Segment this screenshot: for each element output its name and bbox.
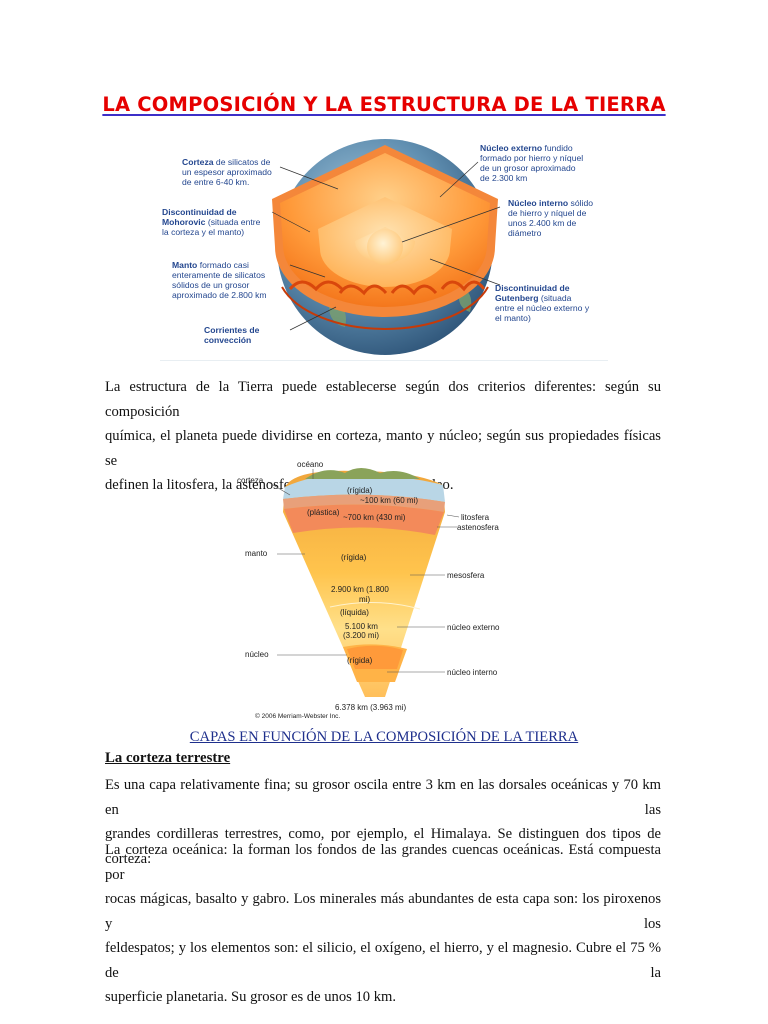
label-nucleo-2: núcleo bbox=[245, 650, 269, 659]
label-6378km: 6.378 km (3.963 mi) bbox=[335, 703, 407, 712]
label-700km: ~700 km (430 mi) bbox=[343, 513, 406, 522]
label-corteza-2: corteza bbox=[237, 476, 264, 485]
label-litosfera: litosfera bbox=[461, 513, 490, 522]
label-rigida-1: (rígida) bbox=[347, 486, 373, 495]
section-heading: La corteza terrestre bbox=[105, 750, 231, 766]
earth-layers-figure: océano corteza manto núcleo litosfera as… bbox=[235, 457, 535, 720]
label-nucleo-interno-2: núcleo interno bbox=[447, 668, 498, 677]
label-nucleo-externo-2: núcleo externo bbox=[447, 623, 500, 632]
corteza-oceanica-paragraph: La corteza oceánica: la forman los fondo… bbox=[105, 842, 661, 1005]
figure-copyright: © 2006 Merriam-Webster Inc. bbox=[255, 713, 341, 720]
page-title: LA COMPOSICIÓN Y LA ESTRUCTURA DE LA TIE… bbox=[102, 93, 666, 116]
corteza-paragraph: Es una capa relativamente fina; su groso… bbox=[105, 777, 661, 867]
label-astenosfera: astenosfera bbox=[457, 523, 499, 532]
label-3200mi: (3.200 mi) bbox=[343, 631, 380, 640]
label-mi: mi) bbox=[359, 595, 371, 604]
intro-paragraph: La estructura de la Tierra puede estable… bbox=[105, 379, 661, 493]
label-2900km: 2.900 km (1.800 bbox=[331, 585, 389, 594]
label-oceano: océano bbox=[297, 460, 324, 469]
label-5100km: 5.100 km bbox=[345, 622, 378, 631]
earth-cutaway-illustration bbox=[271, 139, 501, 355]
label-liquida: (líquida) bbox=[340, 608, 369, 617]
label-rigida-2: (rígida) bbox=[341, 553, 367, 562]
label-mesosfera: mesosfera bbox=[447, 571, 485, 580]
section-subtitle: CAPAS EN FUNCIÓN DE LA COMPOSICIÓN DE LA… bbox=[189, 729, 579, 745]
label-rigida-3: (rígida) bbox=[347, 656, 373, 665]
layers-wedge-illustration bbox=[267, 468, 460, 697]
label-plastica: (plástica) bbox=[307, 508, 340, 517]
label-100km: ~100 km (60 mi) bbox=[360, 496, 419, 505]
label-manto-2: manto bbox=[245, 549, 268, 558]
